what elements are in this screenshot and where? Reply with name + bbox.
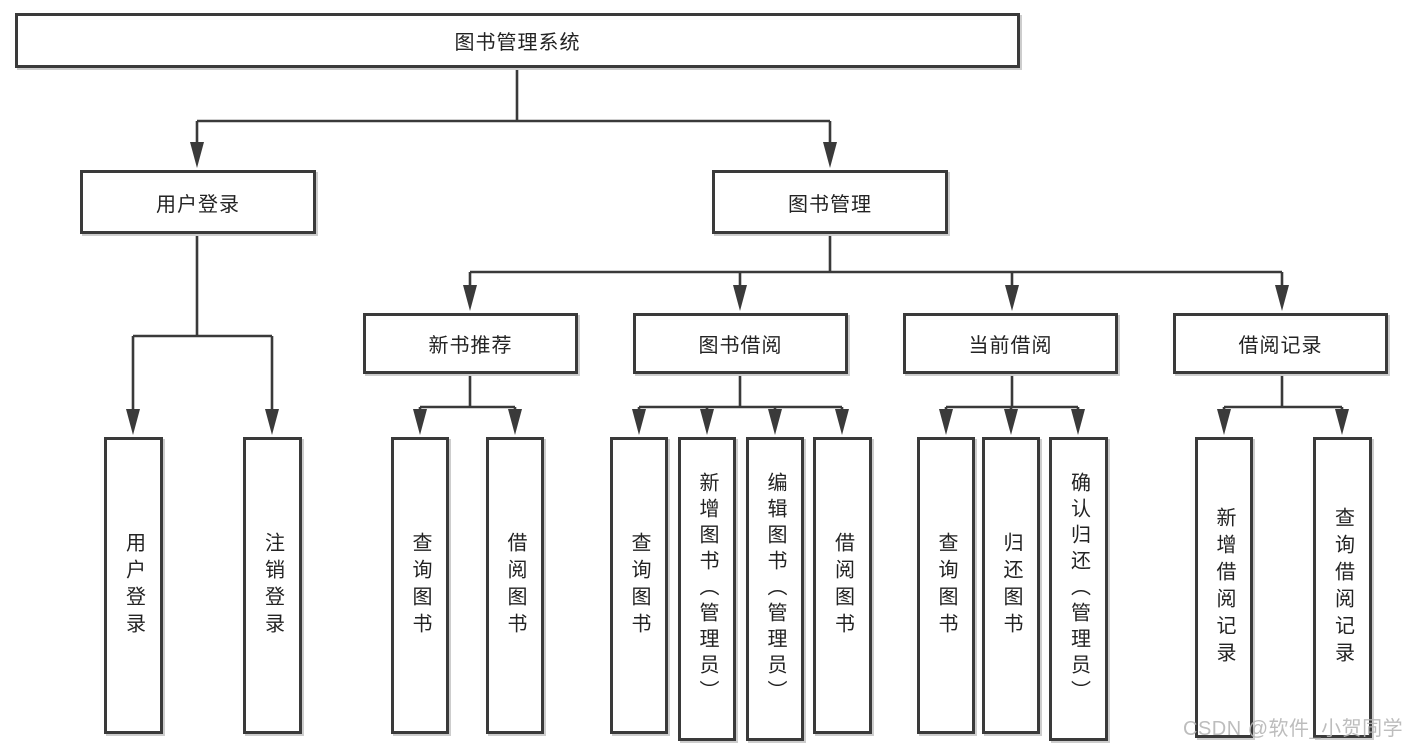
leaf-borrowing-borrow-books-label: 借阅图书	[831, 531, 854, 640]
leaf-add-borrow-record-label: 新增借阅记录	[1213, 506, 1235, 669]
arrowheads	[126, 142, 1349, 435]
leaf-borrowing-borrow-books: 借阅图书	[813, 437, 872, 734]
leaf-recommend-query-books: 查询图书	[391, 437, 449, 734]
leaf-recommend-query-books-label: 查询图书	[409, 531, 431, 640]
leaf-add-borrow-record: 新增借阅记录	[1195, 437, 1253, 738]
node-book-borrowing-label: 图书借阅	[698, 335, 783, 357]
leaf-query-borrow-record: 查询借阅记录	[1313, 437, 1372, 738]
node-book-management-label: 图书管理	[788, 193, 872, 216]
leaf-confirm-return-admin-label: 确认归还（管理员）	[1067, 472, 1090, 706]
connector-current-branch	[944, 373, 1080, 412]
leaf-return-books-label: 归还图书	[1000, 531, 1022, 640]
leaf-borrowing-query-books-label: 查询图书	[628, 531, 650, 640]
leaf-return-books: 归还图书	[982, 437, 1040, 734]
leaf-recommend-borrow-books-label: 借阅图书	[504, 531, 526, 640]
node-user-login-group-label: 用户登录	[156, 193, 240, 216]
node-new-book-recommendation-label: 新书推荐	[428, 335, 513, 357]
leaf-query-borrow-record-label: 查询借阅记录	[1331, 506, 1354, 669]
connector-records-branch	[1222, 373, 1344, 412]
leaf-current-query-books-label: 查询图书	[935, 531, 957, 640]
node-new-book-recommendation: 新书推荐	[363, 313, 578, 374]
node-library-system: 图书管理系统	[15, 13, 1020, 68]
node-library-system-label: 图书管理系统	[454, 32, 581, 54]
connector-user-login-branch	[131, 233, 274, 412]
leaf-add-books-admin-label: 新增图书（管理员）	[696, 472, 718, 706]
node-borrowing-records: 借阅记录	[1173, 313, 1388, 374]
leaf-user-login-label: 用户登录	[122, 531, 145, 640]
leaf-logout: 注销登录	[243, 437, 302, 734]
leaf-logout-label: 注销登录	[261, 531, 284, 640]
leaf-add-books-admin: 新增图书（管理员）	[678, 437, 736, 741]
node-current-borrowing: 当前借阅	[903, 313, 1118, 374]
leaf-recommend-borrow-books: 借阅图书	[486, 437, 544, 734]
node-user-login-group: 用户登录	[80, 170, 316, 234]
node-book-management: 图书管理	[712, 170, 948, 234]
connector-borrowing-branch	[637, 373, 844, 412]
node-borrowing-records-label: 借阅记录	[1238, 335, 1323, 357]
leaf-borrowing-query-books: 查询图书	[610, 437, 668, 734]
watermark: CSDN @软件_小贺同学	[1183, 718, 1404, 740]
leaf-confirm-return-admin: 确认归还（管理员）	[1049, 437, 1108, 741]
node-book-borrowing: 图书借阅	[633, 313, 848, 374]
connector-book-mgmt-branch	[468, 233, 1284, 289]
connector-recommend-branch	[418, 373, 517, 412]
node-current-borrowing-label: 当前借阅	[968, 335, 1053, 357]
leaf-current-query-books: 查询图书	[917, 437, 975, 734]
leaf-edit-books-admin: 编辑图书（管理员）	[746, 437, 804, 741]
connector-root-trunk	[195, 68, 832, 146]
leaf-edit-books-admin-label: 编辑图书（管理员）	[764, 472, 786, 706]
leaf-user-login: 用户登录	[104, 437, 163, 734]
